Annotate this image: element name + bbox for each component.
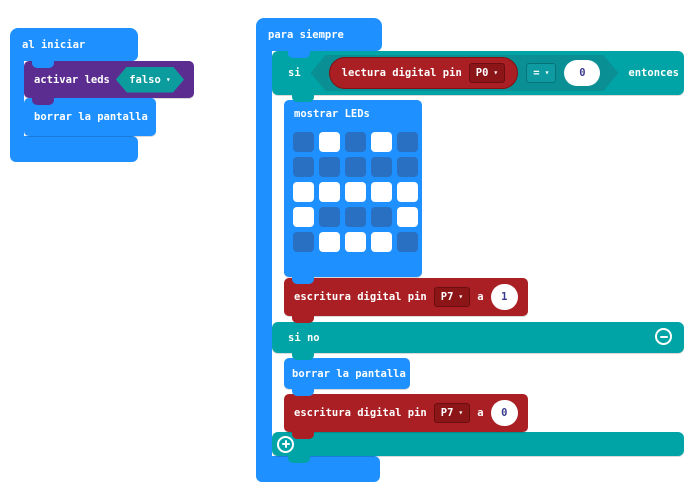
forever-bottom-bar bbox=[256, 456, 380, 482]
write-value: 0 bbox=[501, 407, 508, 419]
connector-label: a bbox=[477, 291, 484, 303]
led-grid bbox=[293, 132, 418, 252]
led-cell[interactable] bbox=[371, 232, 392, 252]
forever-label: para siempre bbox=[268, 28, 344, 41]
else-row[interactable]: si no bbox=[272, 322, 684, 353]
led-cell[interactable] bbox=[293, 132, 314, 152]
block-tab bbox=[292, 432, 314, 439]
led-cell[interactable] bbox=[293, 157, 314, 177]
forever-left-wall bbox=[256, 51, 272, 456]
on-start-label: al iniciar bbox=[22, 38, 86, 51]
digital-write-block[interactable]: escritura digital pin P7 ▾ a 0 bbox=[284, 394, 528, 432]
pin-dropdown[interactable]: P0 ▾ bbox=[469, 63, 505, 83]
chevron-down-icon: ▾ bbox=[458, 408, 464, 417]
clear-screen-label: borrar la pantalla bbox=[34, 111, 148, 123]
led-cell[interactable] bbox=[397, 207, 418, 227]
chevron-down-icon: ▾ bbox=[544, 68, 550, 77]
block-tab bbox=[32, 61, 54, 68]
condition-socket: lectura digital pin P0 ▾ = ▾ 0 bbox=[311, 55, 619, 91]
led-cell[interactable] bbox=[293, 232, 314, 252]
clear-screen-label: borrar la pantalla bbox=[292, 367, 406, 380]
led-cell[interactable] bbox=[345, 232, 366, 252]
led-cell[interactable] bbox=[397, 157, 418, 177]
digital-write-label: escritura digital pin bbox=[294, 407, 427, 419]
add-branch-button[interactable] bbox=[277, 435, 294, 453]
pin-dropdown[interactable]: P7 ▾ bbox=[433, 403, 471, 423]
if-keyword: si bbox=[288, 67, 301, 79]
led-cell[interactable] bbox=[319, 182, 340, 202]
pin-dropdown[interactable]: P7 ▾ bbox=[433, 287, 471, 307]
compare-value: 0 bbox=[579, 67, 586, 79]
led-cell[interactable] bbox=[371, 132, 392, 152]
led-cell[interactable] bbox=[397, 232, 418, 252]
digital-write-block[interactable]: escritura digital pin P7 ▾ a 1 bbox=[284, 278, 528, 316]
led-cell[interactable] bbox=[345, 207, 366, 227]
pin-value: P0 bbox=[475, 67, 489, 79]
block-tab bbox=[292, 277, 314, 284]
chevron-down-icon: ▾ bbox=[458, 292, 464, 301]
led-cell[interactable] bbox=[319, 232, 340, 252]
led-cell[interactable] bbox=[345, 157, 366, 177]
connector-label: a bbox=[477, 407, 484, 419]
digital-read-block[interactable]: lectura digital pin P0 ▾ bbox=[329, 57, 519, 89]
block-tab bbox=[292, 316, 314, 323]
pin-value: P7 bbox=[440, 407, 454, 419]
boolean-value: falso bbox=[129, 73, 161, 86]
led-cell[interactable] bbox=[371, 157, 392, 177]
write-value-field[interactable]: 0 bbox=[490, 400, 518, 426]
write-value-field[interactable]: 1 bbox=[490, 284, 518, 310]
compare-value-field[interactable]: 0 bbox=[564, 60, 600, 86]
on-start-bottom-bar bbox=[10, 136, 138, 162]
clear-screen-block[interactable]: borrar la pantalla bbox=[284, 358, 410, 389]
on-start-left-wall bbox=[10, 61, 24, 136]
chevron-down-icon: ▾ bbox=[165, 74, 171, 84]
if-block-bottom-bar[interactable] bbox=[272, 432, 684, 456]
boolean-dropdown[interactable]: falso ▾ bbox=[116, 67, 184, 93]
operator-value: = bbox=[533, 67, 540, 79]
led-cell[interactable] bbox=[293, 207, 314, 227]
led-cell[interactable] bbox=[371, 207, 392, 227]
block-tab bbox=[292, 353, 314, 360]
operator-dropdown[interactable]: = ▾ bbox=[526, 63, 556, 83]
pin-value: P7 bbox=[440, 291, 454, 303]
block-tab bbox=[288, 456, 310, 463]
led-cell[interactable] bbox=[397, 132, 418, 152]
led-cell[interactable] bbox=[293, 182, 314, 202]
digital-write-label: escritura digital pin bbox=[294, 291, 427, 303]
led-cell[interactable] bbox=[397, 182, 418, 202]
show-leds-label: mostrar LEDs bbox=[294, 108, 370, 120]
forever-block[interactable]: para siempre bbox=[256, 18, 382, 51]
led-enable-block[interactable]: activar leds falso ▾ bbox=[24, 61, 194, 98]
digital-read-label: lectura digital pin bbox=[341, 67, 462, 79]
led-cell[interactable] bbox=[319, 207, 340, 227]
show-leds-block[interactable]: mostrar LEDs bbox=[284, 100, 422, 277]
led-cell[interactable] bbox=[345, 132, 366, 152]
led-cell[interactable] bbox=[345, 182, 366, 202]
if-block-header[interactable]: si lectura digital pin P0 ▾ = ▾ 0 entonc… bbox=[272, 51, 684, 95]
then-keyword: entonces bbox=[628, 67, 679, 79]
remove-else-button[interactable] bbox=[655, 328, 672, 345]
block-tab bbox=[292, 95, 314, 102]
block-tab bbox=[288, 51, 310, 58]
else-keyword: si no bbox=[288, 331, 320, 344]
led-cell[interactable] bbox=[319, 157, 340, 177]
block-tab bbox=[292, 389, 314, 396]
block-tab bbox=[32, 98, 54, 105]
led-cell[interactable] bbox=[319, 132, 340, 152]
on-start-block[interactable]: al iniciar bbox=[10, 28, 138, 61]
write-value: 1 bbox=[501, 291, 508, 303]
led-enable-label: activar leds bbox=[34, 73, 110, 86]
chevron-down-icon: ▾ bbox=[493, 68, 499, 77]
led-cell[interactable] bbox=[371, 182, 392, 202]
